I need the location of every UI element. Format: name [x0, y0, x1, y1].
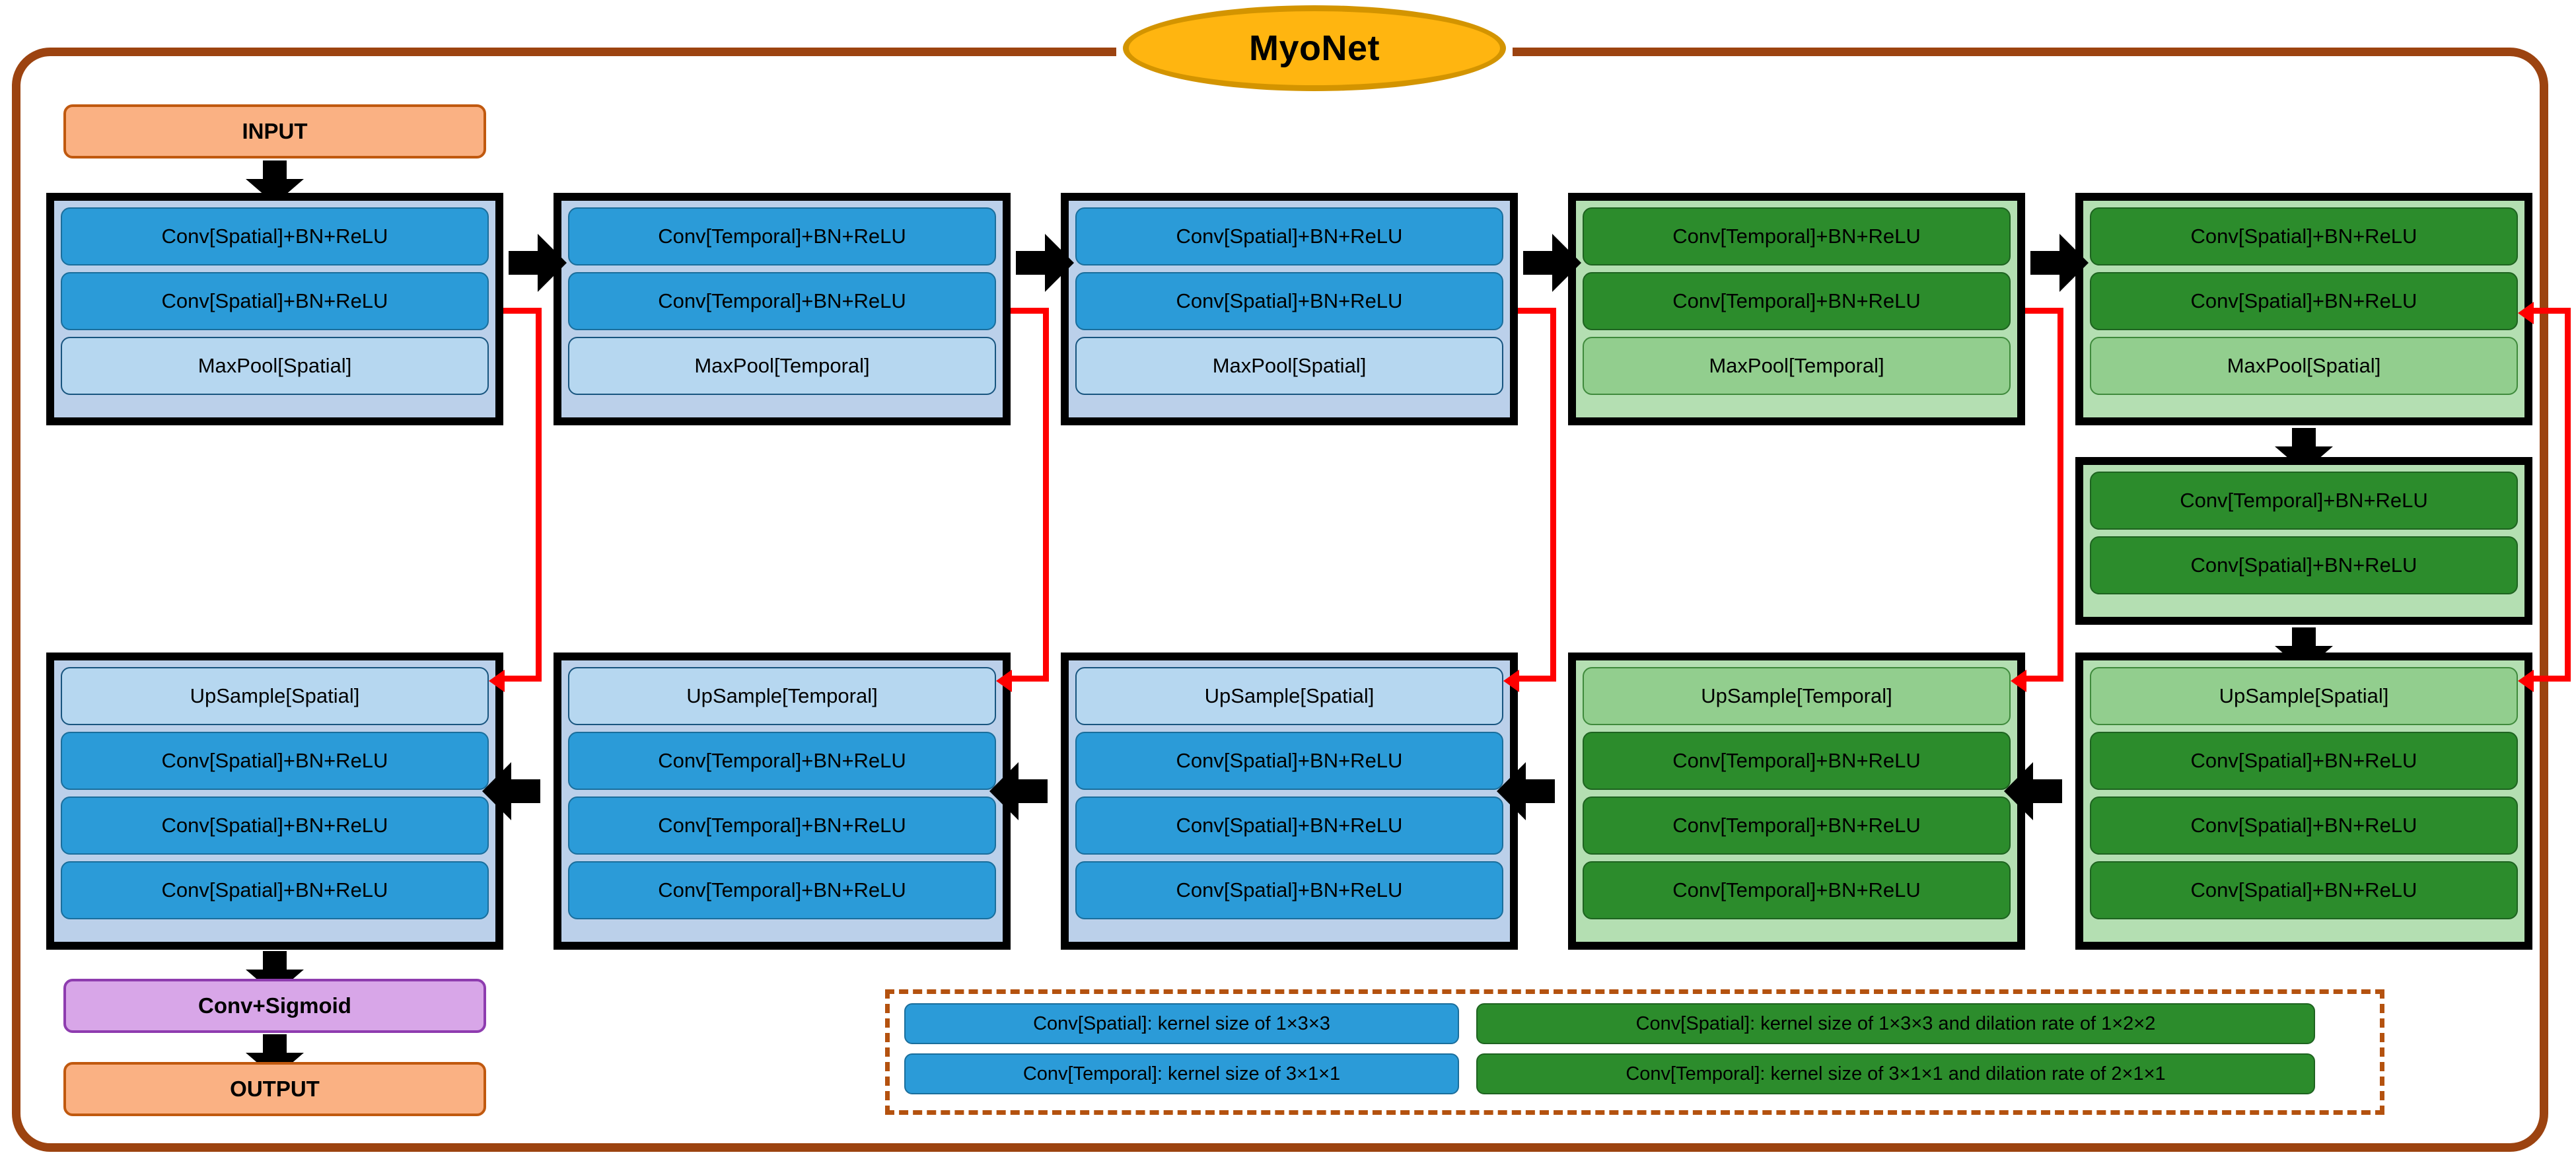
- skip-1-arrowhead: [489, 670, 505, 692]
- encoder-2-row-2: MaxPool[Temporal]: [568, 337, 996, 395]
- decoder-4-row-1: Conv[Temporal]+BN+ReLU: [1583, 732, 2011, 790]
- encoder-2: Conv[Temporal]+BN+ReLU Conv[Temporal]+BN…: [554, 193, 1011, 425]
- skip-4-top: [2025, 308, 2063, 314]
- page-title: MyoNet: [1248, 28, 1380, 68]
- output-label: OUTPUT: [230, 1077, 320, 1101]
- arrow-encoder1-to-encoder2: [509, 234, 567, 292]
- input-node: INPUT: [63, 104, 486, 159]
- encoder-1: Conv[Spatial]+BN+ReLU Conv[Spatial]+BN+R…: [46, 193, 503, 425]
- decoder-4-row-3: Conv[Temporal]+BN+ReLU: [1583, 861, 2011, 919]
- decoder-4-row-0: UpSample[Temporal]: [1583, 667, 2011, 725]
- skip-5-top: [2532, 308, 2571, 314]
- arrow-decoder1-to-sigmoid: [246, 951, 304, 995]
- encoder-1-row-1: Conv[Spatial]+BN+ReLU: [61, 272, 489, 330]
- bottleneck: Conv[Temporal]+BN+ReLU Conv[Spatial]+BN+…: [2075, 457, 2532, 625]
- outer-frame: [12, 48, 2548, 1152]
- decoder-2-row-2: Conv[Temporal]+BN+ReLU: [568, 796, 996, 855]
- arrow-bottleneck-to-decoder5: [2275, 627, 2333, 671]
- encoder-2-row-1: Conv[Temporal]+BN+ReLU: [568, 272, 996, 330]
- decoder-1-row-1: Conv[Spatial]+BN+ReLU: [61, 732, 489, 790]
- skip-5-arrowhead-top: [2518, 302, 2534, 324]
- arrow-decoder4-to-decoder3: [1497, 762, 1555, 820]
- skip-3-top: [1518, 308, 1556, 314]
- skip-5-bottom: [2532, 676, 2571, 682]
- skip-2-top: [1011, 308, 1049, 314]
- arrow-decoder3-to-decoder2: [989, 762, 1048, 820]
- decoder-3: UpSample[Spatial] Conv[Spatial]+BN+ReLU …: [1061, 653, 1518, 950]
- skip-3-bottom: [1518, 676, 1556, 682]
- decoder-3-row-2: Conv[Spatial]+BN+ReLU: [1075, 796, 1503, 855]
- decoder-4-row-2: Conv[Temporal]+BN+ReLU: [1583, 796, 2011, 855]
- decoder-1: UpSample[Spatial] Conv[Spatial]+BN+ReLU …: [46, 653, 503, 950]
- skip-2-vertical: [1043, 308, 1049, 682]
- bottleneck-row-1: Conv[Spatial]+BN+ReLU: [2090, 536, 2518, 594]
- skip-5-vertical: [2565, 308, 2571, 682]
- encoder-5-row-1: Conv[Spatial]+BN+ReLU: [2090, 272, 2518, 330]
- skip-4-bottom: [2025, 676, 2063, 682]
- decoder-5-row-3: Conv[Spatial]+BN+ReLU: [2090, 861, 2518, 919]
- encoder-3-row-0: Conv[Spatial]+BN+ReLU: [1075, 207, 1503, 265]
- arrow-input-to-encoder1: [246, 160, 304, 204]
- legend-item-conv-temporal-blue: Conv[Temporal]: kernel size of 3×1×1: [904, 1053, 1459, 1094]
- skip-2-arrowhead: [996, 670, 1012, 692]
- skip-4-arrowhead: [2011, 670, 2026, 692]
- encoder-4-row-0: Conv[Temporal]+BN+ReLU: [1583, 207, 2011, 265]
- legend-row-1: Conv[Spatial]: kernel size of 1×3×3 Conv…: [904, 1003, 2365, 1044]
- decoder-3-row-0: UpSample[Spatial]: [1075, 667, 1503, 725]
- decoder-5-row-0: UpSample[Spatial]: [2090, 667, 2518, 725]
- sigmoid-label: Conv+Sigmoid: [198, 993, 351, 1018]
- encoder-3-row-1: Conv[Spatial]+BN+ReLU: [1075, 272, 1503, 330]
- encoder-4-row-1: Conv[Temporal]+BN+ReLU: [1583, 272, 2011, 330]
- decoder-5-row-2: Conv[Spatial]+BN+ReLU: [2090, 796, 2518, 855]
- legend-row-2: Conv[Temporal]: kernel size of 3×1×1 Con…: [904, 1053, 2365, 1094]
- decoder-5-row-1: Conv[Spatial]+BN+ReLU: [2090, 732, 2518, 790]
- encoder-2-row-0: Conv[Temporal]+BN+ReLU: [568, 207, 996, 265]
- encoder-1-row-0: Conv[Spatial]+BN+ReLU: [61, 207, 489, 265]
- arrow-decoder5-to-decoder4: [2004, 762, 2062, 820]
- arrow-decoder2-to-decoder1: [482, 762, 540, 820]
- encoder-5-row-0: Conv[Spatial]+BN+ReLU: [2090, 207, 2518, 265]
- decoder-2: UpSample[Temporal] Conv[Temporal]+BN+ReL…: [554, 653, 1011, 950]
- encoder-3: Conv[Spatial]+BN+ReLU Conv[Spatial]+BN+R…: [1061, 193, 1518, 425]
- legend-item-conv-temporal-green: Conv[Temporal]: kernel size of 3×1×1 and…: [1476, 1053, 2315, 1094]
- decoder-4: UpSample[Temporal] Conv[Temporal]+BN+ReL…: [1568, 653, 2025, 950]
- decoder-5: UpSample[Spatial] Conv[Spatial]+BN+ReLU …: [2075, 653, 2532, 950]
- skip-5-arrowhead-bottom: [2518, 670, 2534, 692]
- arrow-sigmoid-to-output: [246, 1034, 304, 1078]
- output-node: OUTPUT: [63, 1062, 486, 1116]
- sigmoid-node: Conv+Sigmoid: [63, 979, 486, 1033]
- skip-3-vertical: [1550, 308, 1556, 682]
- legend-box: Conv[Spatial]: kernel size of 1×3×3 Conv…: [885, 989, 2384, 1115]
- skip-4-vertical: [2057, 308, 2063, 682]
- bottleneck-row-0: Conv[Temporal]+BN+ReLU: [2090, 472, 2518, 530]
- decoder-2-row-0: UpSample[Temporal]: [568, 667, 996, 725]
- encoder-5-row-2: MaxPool[Spatial]: [2090, 337, 2518, 395]
- arrow-encoder3-to-encoder4: [1523, 234, 1581, 292]
- arrow-encoder2-to-encoder3: [1016, 234, 1074, 292]
- skip-1-top: [503, 308, 542, 314]
- decoder-3-row-3: Conv[Spatial]+BN+ReLU: [1075, 861, 1503, 919]
- decoder-3-row-1: Conv[Spatial]+BN+ReLU: [1075, 732, 1503, 790]
- diagram-title: MyoNet: [1123, 5, 1506, 91]
- decoder-1-row-0: UpSample[Spatial]: [61, 667, 489, 725]
- skip-3-arrowhead: [1503, 670, 1519, 692]
- decoder-1-row-3: Conv[Spatial]+BN+ReLU: [61, 861, 489, 919]
- encoder-4-row-2: MaxPool[Temporal]: [1583, 337, 2011, 395]
- skip-2-bottom: [1011, 676, 1049, 682]
- decoder-2-row-3: Conv[Temporal]+BN+ReLU: [568, 861, 996, 919]
- skip-1-bottom: [503, 676, 542, 682]
- encoder-5: Conv[Spatial]+BN+ReLU Conv[Spatial]+BN+R…: [2075, 193, 2532, 425]
- encoder-3-row-2: MaxPool[Spatial]: [1075, 337, 1503, 395]
- input-label: INPUT: [242, 119, 308, 143]
- skip-1-vertical: [536, 308, 542, 682]
- legend-item-conv-spatial-green: Conv[Spatial]: kernel size of 1×3×3 and …: [1476, 1003, 2315, 1044]
- decoder-2-row-1: Conv[Temporal]+BN+ReLU: [568, 732, 996, 790]
- encoder-4: Conv[Temporal]+BN+ReLU Conv[Temporal]+BN…: [1568, 193, 2025, 425]
- arrow-encoder4-to-encoder5: [2030, 234, 2089, 292]
- legend-item-conv-spatial-blue: Conv[Spatial]: kernel size of 1×3×3: [904, 1003, 1459, 1044]
- arrow-encoder5-to-bottleneck: [2275, 428, 2333, 472]
- decoder-1-row-2: Conv[Spatial]+BN+ReLU: [61, 796, 489, 855]
- encoder-1-row-2: MaxPool[Spatial]: [61, 337, 489, 395]
